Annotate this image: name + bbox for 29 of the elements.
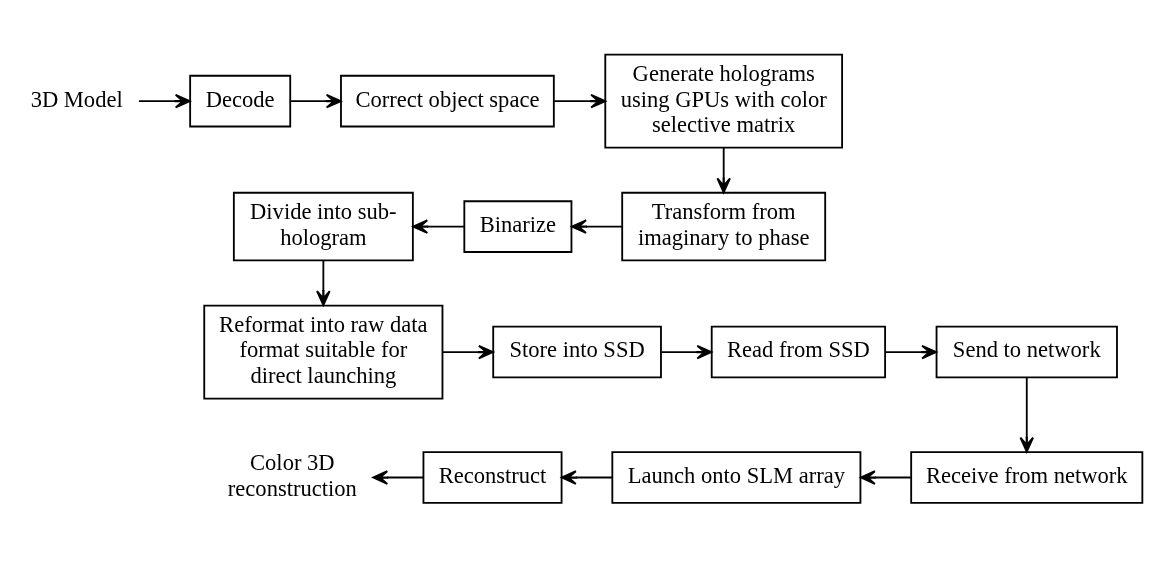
- arrow: [316, 259, 331, 306]
- arrow: [138, 93, 191, 108]
- node-box: Binarize: [463, 199, 573, 253]
- arrow: [560, 469, 613, 485]
- node-box: Receive from network: [910, 450, 1144, 504]
- node-box: Reformat into raw data format suitable for direct launching: [203, 304, 444, 399]
- arrow: [716, 146, 731, 193]
- arrow: [441, 344, 494, 359]
- arrow: [553, 93, 607, 108]
- node-box: Divide into sub-hologram: [232, 191, 414, 261]
- arrow: [571, 218, 624, 234]
- node-box: Launch onto SLM array: [611, 450, 862, 504]
- node-box: Read from SSD: [710, 325, 886, 378]
- arrow: [289, 93, 342, 108]
- arrow: [859, 469, 912, 485]
- arrow: [372, 469, 424, 485]
- node-box: Store into SSD: [492, 325, 662, 378]
- node-box: Reconstruct: [422, 450, 563, 504]
- node-box: Correct object space: [340, 74, 555, 127]
- node-box: Transform from imaginary to phase: [621, 191, 827, 261]
- node-box: Send to network: [935, 325, 1118, 378]
- node-text: Color 3D reconstruction: [227, 449, 357, 501]
- node-box: Decode: [189, 74, 292, 127]
- arrow: [660, 344, 713, 359]
- node-text: 3D Model: [30, 86, 123, 112]
- arrow: [1019, 376, 1035, 453]
- arrow: [884, 344, 938, 359]
- node-box: Generate holograms using GPUs with color selective matrix: [604, 53, 843, 149]
- arrow: [412, 218, 465, 234]
